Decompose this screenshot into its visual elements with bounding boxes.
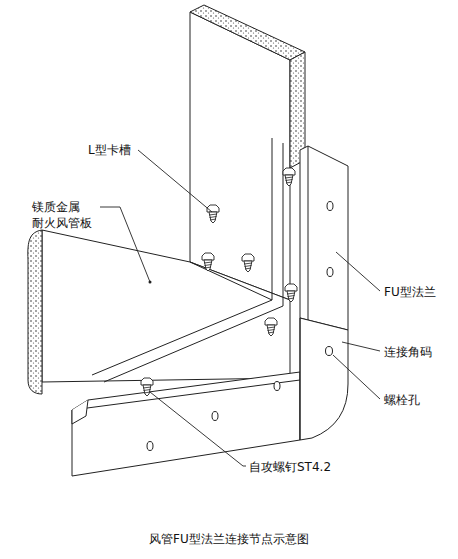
callout-label: 自攻螺钉ST4.2 — [249, 459, 331, 475]
corner-connector — [300, 318, 348, 440]
callout-label: L型卡槽 — [88, 142, 131, 158]
flange-vertical — [300, 146, 348, 330]
board-edge — [28, 230, 42, 394]
figure-caption: 风管FU型法兰连接节点示意图 — [149, 531, 309, 548]
callout-label: 连接角码 — [384, 344, 432, 360]
board-edge — [190, 5, 305, 60]
leader-lines — [100, 150, 380, 466]
wall-board — [190, 12, 290, 300]
callout-label: FU型法兰 — [384, 284, 436, 300]
callout-label: 螺栓孔 — [384, 392, 420, 408]
self-tapping-screws — [141, 168, 297, 396]
floor-board — [42, 230, 290, 382]
callout-label: 镁质金属 耐火风管板 — [32, 199, 98, 231]
